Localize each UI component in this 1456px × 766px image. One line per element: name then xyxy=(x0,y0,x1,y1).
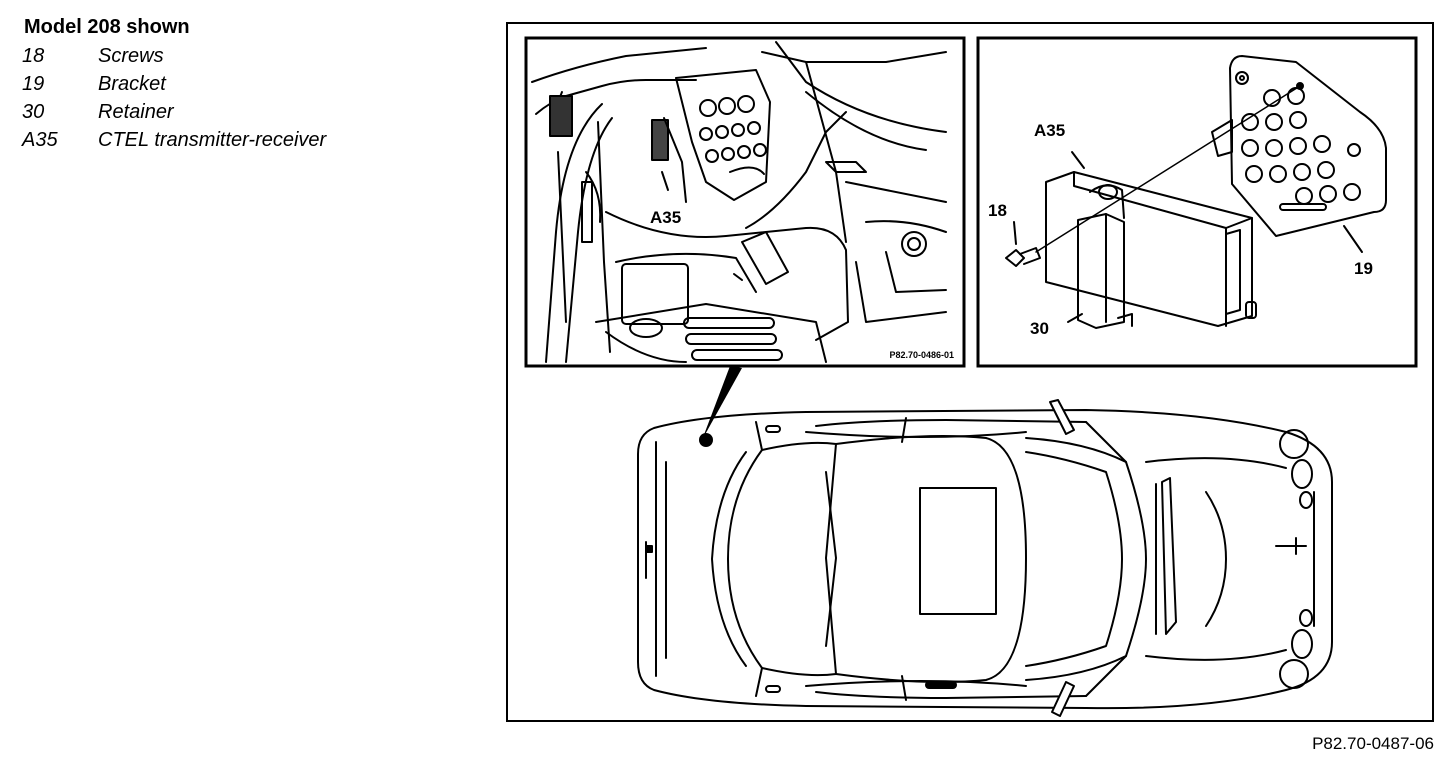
trunk-detail-view: A35 P82.70-0486-01 xyxy=(524,36,966,368)
trunk-callout-a35: A35 xyxy=(650,208,681,227)
legend-title: Model 208 shown xyxy=(24,16,190,38)
installation-diagram: A35 P82.70-0486-01 xyxy=(506,22,1434,722)
car-top-view xyxy=(637,399,1333,717)
legend-label: CTEL transmitter-receiver xyxy=(98,129,327,151)
bracket-callout-retainer: 30 xyxy=(1030,319,1049,338)
bracket-callout-screws: 18 xyxy=(988,201,1007,220)
legend-label: Screws xyxy=(98,45,164,67)
legend-item-bracket: 19 Bracket xyxy=(22,70,462,98)
legend-item-retainer: 30 Retainer xyxy=(22,98,462,126)
trunk-photo-code: P82.70-0486-01 xyxy=(889,350,954,360)
legend-label: Bracket xyxy=(98,73,166,95)
bracket-callout-bracket: 19 xyxy=(1354,259,1373,278)
installation-figure: A35 P82.70-0486-01 xyxy=(506,22,1434,722)
location-pointer xyxy=(702,366,742,440)
legend-item-transmitter-receiver: A35 CTEL transmitter-receiver xyxy=(22,126,462,154)
legend-code: 30 xyxy=(22,101,45,123)
legend-item-screws: 18 Screws xyxy=(22,42,462,70)
location-marker xyxy=(699,433,713,447)
figure-reference-number: P82.70-0487-06 xyxy=(1312,734,1434,753)
bracket-exploded-view: A35 18 19 30 xyxy=(976,36,1418,368)
bracket-callout-a35: A35 xyxy=(1034,121,1065,140)
legend-code: 19 xyxy=(22,73,45,95)
legend-code: 18 xyxy=(22,45,45,67)
legend: Model 208 shown 18 Screws 19 Bracket 30 … xyxy=(22,14,462,154)
bracket-detail-frame xyxy=(976,36,1418,368)
legend-label: Retainer xyxy=(98,101,174,123)
legend-code: A35 xyxy=(22,129,58,151)
